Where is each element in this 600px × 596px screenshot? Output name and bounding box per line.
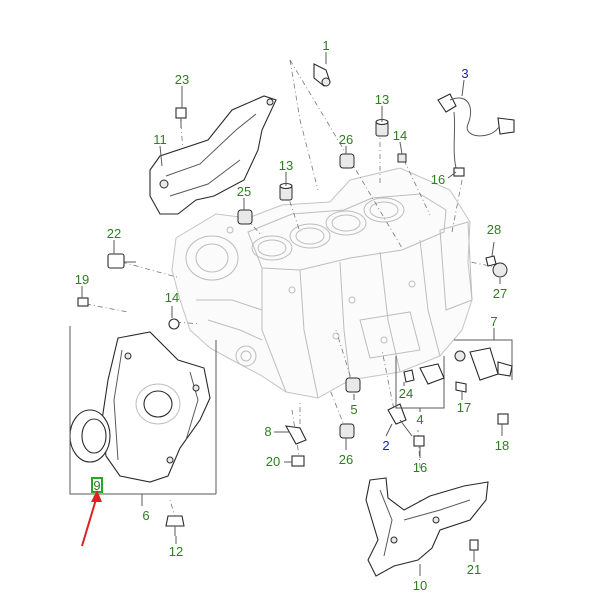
- callout-16: 16: [431, 172, 445, 187]
- callout-2: 2: [382, 438, 389, 453]
- callout-labels: 1 3 23 13 26 14 11 13 16 25 22 28 19 27 …: [75, 38, 509, 593]
- bolt-part-22: [107, 253, 136, 269]
- sensor-part-1: [313, 63, 331, 87]
- callout-21: 21: [467, 562, 481, 577]
- bolt-part-16-lower: [413, 435, 425, 447]
- bushing-part-25: [237, 209, 253, 225]
- callout-12: 12: [169, 544, 183, 559]
- callout-18: 18: [495, 438, 509, 453]
- sensor-assembly-part-7: [454, 339, 513, 381]
- bushing-part-26-lower: [339, 423, 355, 439]
- callout-3: 3: [461, 66, 468, 81]
- callout-10: 10: [413, 578, 427, 593]
- callout-6: 6: [142, 508, 149, 523]
- front-cover-part-6: [101, 331, 211, 483]
- callout-17: 17: [457, 400, 471, 415]
- sensor-harness-part-3: [437, 93, 515, 169]
- oil-seal: [69, 409, 111, 463]
- bracket-part-8: [278, 425, 307, 445]
- assembly-guide-lines: [85, 59, 501, 540]
- plug-part-14-lower: [168, 318, 180, 330]
- shield-part-10: [365, 477, 489, 577]
- part-28: [485, 255, 497, 267]
- callout-26: 26: [339, 452, 353, 467]
- callout-22: 22: [107, 226, 121, 241]
- callout-23: 23: [175, 72, 189, 87]
- bolt-part-21: [469, 539, 479, 551]
- part-27: [492, 262, 508, 278]
- timing-cover-upper-part-11: [149, 95, 277, 215]
- callout-27: 27: [493, 286, 507, 301]
- pointer-arrow: [81, 490, 102, 547]
- callout-7: 7: [490, 314, 497, 329]
- callout-26: 26: [339, 132, 353, 147]
- cylinder-block: [171, 167, 473, 399]
- callout-25: 25: [237, 184, 251, 199]
- bushing-part-5: [345, 377, 361, 393]
- bolt-part-19: [77, 297, 89, 307]
- callout-11: 11: [153, 132, 167, 147]
- bolt-part-23: [175, 107, 187, 128]
- bolt-part-16-upper: [453, 167, 465, 177]
- callout-14: 14: [165, 290, 179, 305]
- callout-14: 14: [393, 128, 407, 143]
- callout-4: 4: [416, 412, 423, 427]
- callout-13: 13: [279, 158, 293, 173]
- callout-28: 28: [487, 222, 501, 237]
- callout-1: 1: [322, 38, 329, 53]
- bushing-part-26-upper: [339, 153, 355, 169]
- leader-lines: [81, 52, 503, 576]
- callout-19: 19: [75, 272, 89, 287]
- callout-5: 5: [350, 402, 357, 417]
- callout-9: 9: [93, 478, 100, 493]
- bolt-part-18: [497, 413, 509, 425]
- bolt-part-12: [165, 515, 185, 536]
- callout-8: 8: [264, 424, 271, 439]
- callout-20: 20: [266, 454, 280, 469]
- bolt-part-20: [291, 455, 305, 467]
- callout-24: 24: [399, 386, 413, 401]
- sensor-part-2: [387, 403, 413, 437]
- assembly-bracket-6: [69, 326, 217, 495]
- plug-part-14-upper: [397, 153, 407, 163]
- callout-13: 13: [375, 92, 389, 107]
- callout-16: 16: [413, 460, 427, 475]
